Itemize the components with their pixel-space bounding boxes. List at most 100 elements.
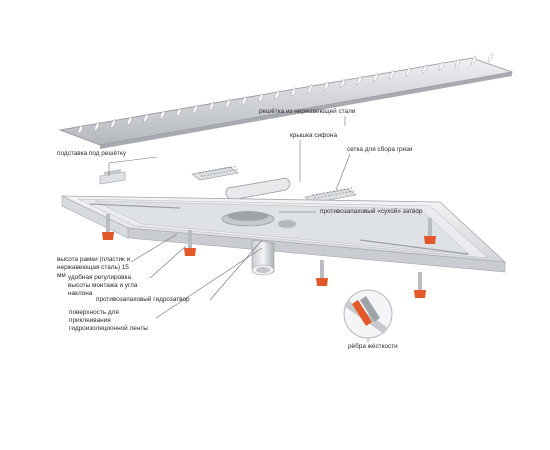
- mesh-hole: [314, 197, 316, 199]
- mesh-hole: [223, 171, 225, 173]
- mesh-hole: [201, 175, 203, 177]
- mesh-hole: [342, 192, 344, 194]
- mesh-hole: [329, 191, 332, 193]
- grate-slot: [372, 72, 378, 83]
- mesh-hole: [208, 170, 211, 172]
- label-dirt-mesh: сетка для сбора грязи: [347, 146, 413, 153]
- leader-grate-support: [108, 156, 158, 176]
- mesh-hole: [220, 171, 222, 174]
- label-dry-lock: противозапаховый «сухой» затвор: [320, 208, 423, 215]
- grate-slot: [487, 52, 493, 63]
- mesh-hole: [224, 167, 227, 170]
- grate-slot: [208, 101, 214, 112]
- leader-membrane: [155, 247, 263, 319]
- siphon-cover-part: [225, 177, 291, 201]
- mesh-hole: [335, 193, 337, 195]
- grate-slot: [225, 98, 231, 109]
- grate-slot: [192, 104, 198, 115]
- leg-stem: [188, 230, 192, 248]
- mesh-hole: [340, 189, 342, 191]
- mesh-hole: [328, 194, 330, 197]
- mesh-hole: [336, 189, 339, 192]
- leg-stem: [106, 214, 110, 232]
- grate-slot: [77, 124, 83, 135]
- label-membrane: поверхность для приклеивания гидроизоляц…: [69, 309, 148, 332]
- mesh-hole: [324, 195, 327, 197]
- mesh-hole: [352, 190, 355, 192]
- dirt-mesh-part: [191, 166, 357, 204]
- mesh-hole: [202, 171, 204, 174]
- grate-slot: [126, 115, 132, 126]
- mesh-hole: [338, 192, 341, 195]
- grate-slot: [340, 78, 346, 89]
- mesh-hole: [347, 188, 349, 190]
- mesh-hole: [322, 192, 325, 194]
- mesh-hole: [204, 174, 206, 177]
- mesh-hole: [213, 173, 216, 175]
- steel-grate: [58, 52, 514, 149]
- mesh-hole: [226, 170, 229, 173]
- mesh-hole: [319, 193, 321, 195]
- leg-stem: [320, 260, 324, 278]
- mesh-hole: [215, 169, 217, 171]
- grate-slot: [405, 67, 411, 77]
- grate-slot: [159, 110, 165, 121]
- mesh-hole: [331, 194, 334, 196]
- grate-slot: [422, 64, 428, 74]
- grate-slot: [356, 75, 362, 86]
- mesh-hole: [236, 169, 238, 171]
- mesh-hole: [218, 168, 220, 171]
- mesh-hole: [326, 191, 328, 194]
- mesh-hole: [221, 168, 223, 170]
- mesh-hole: [229, 170, 232, 172]
- grate-slot: [110, 118, 116, 129]
- leg-stem: [428, 218, 432, 236]
- grate-slot: [471, 55, 477, 66]
- mesh-hole: [343, 188, 346, 191]
- mesh-hole: [207, 174, 210, 176]
- label-grate-support: подставка под решётку: [57, 150, 127, 157]
- mesh-hole: [217, 172, 219, 174]
- leader-adjustment: [149, 245, 187, 279]
- leader-frame-height: [130, 233, 178, 263]
- leader-water-seal: [209, 239, 263, 301]
- grate-slot: [307, 84, 313, 95]
- leg-foot: [184, 248, 196, 256]
- mesh-hole: [312, 194, 314, 196]
- mesh-hole: [345, 191, 348, 194]
- mesh-hole: [230, 166, 233, 168]
- mesh-hole: [333, 190, 335, 192]
- mesh-hole: [227, 167, 230, 169]
- label-ribs: рёбра жёсткости: [348, 343, 398, 350]
- mesh-hole: [211, 170, 214, 172]
- grate-support-part: [99, 169, 126, 185]
- leg-foot: [102, 232, 114, 240]
- leg-foot: [414, 290, 426, 298]
- label-siphon-cover: крышка сифона: [290, 132, 337, 139]
- mesh-hole: [315, 193, 318, 196]
- mesh-hole: [205, 171, 208, 173]
- mesh-hole: [232, 169, 235, 171]
- label-water-seal: противозапаховый гидрозатвор: [96, 296, 190, 303]
- leg-stem: [418, 272, 422, 290]
- grate-slot: [290, 87, 296, 98]
- grate-slot: [258, 92, 264, 103]
- mesh-hole: [321, 196, 323, 198]
- drain-channel: [61, 195, 507, 276]
- leader-dirt-mesh: [335, 153, 351, 191]
- grate-slot: [454, 58, 460, 69]
- mesh-hole: [210, 173, 213, 175]
- leader-lines: [108, 116, 369, 342]
- mesh-hole: [349, 191, 351, 193]
- mesh-hole: [199, 172, 201, 174]
- grate-slot: [94, 121, 100, 132]
- mesh-hole: [234, 166, 236, 168]
- leg-foot: [316, 278, 328, 286]
- grate-slot: [323, 81, 329, 92]
- grate-slot: [176, 107, 182, 118]
- mesh-hole: [317, 196, 320, 199]
- mesh-hole: [350, 187, 353, 189]
- grate-slot: [389, 69, 395, 80]
